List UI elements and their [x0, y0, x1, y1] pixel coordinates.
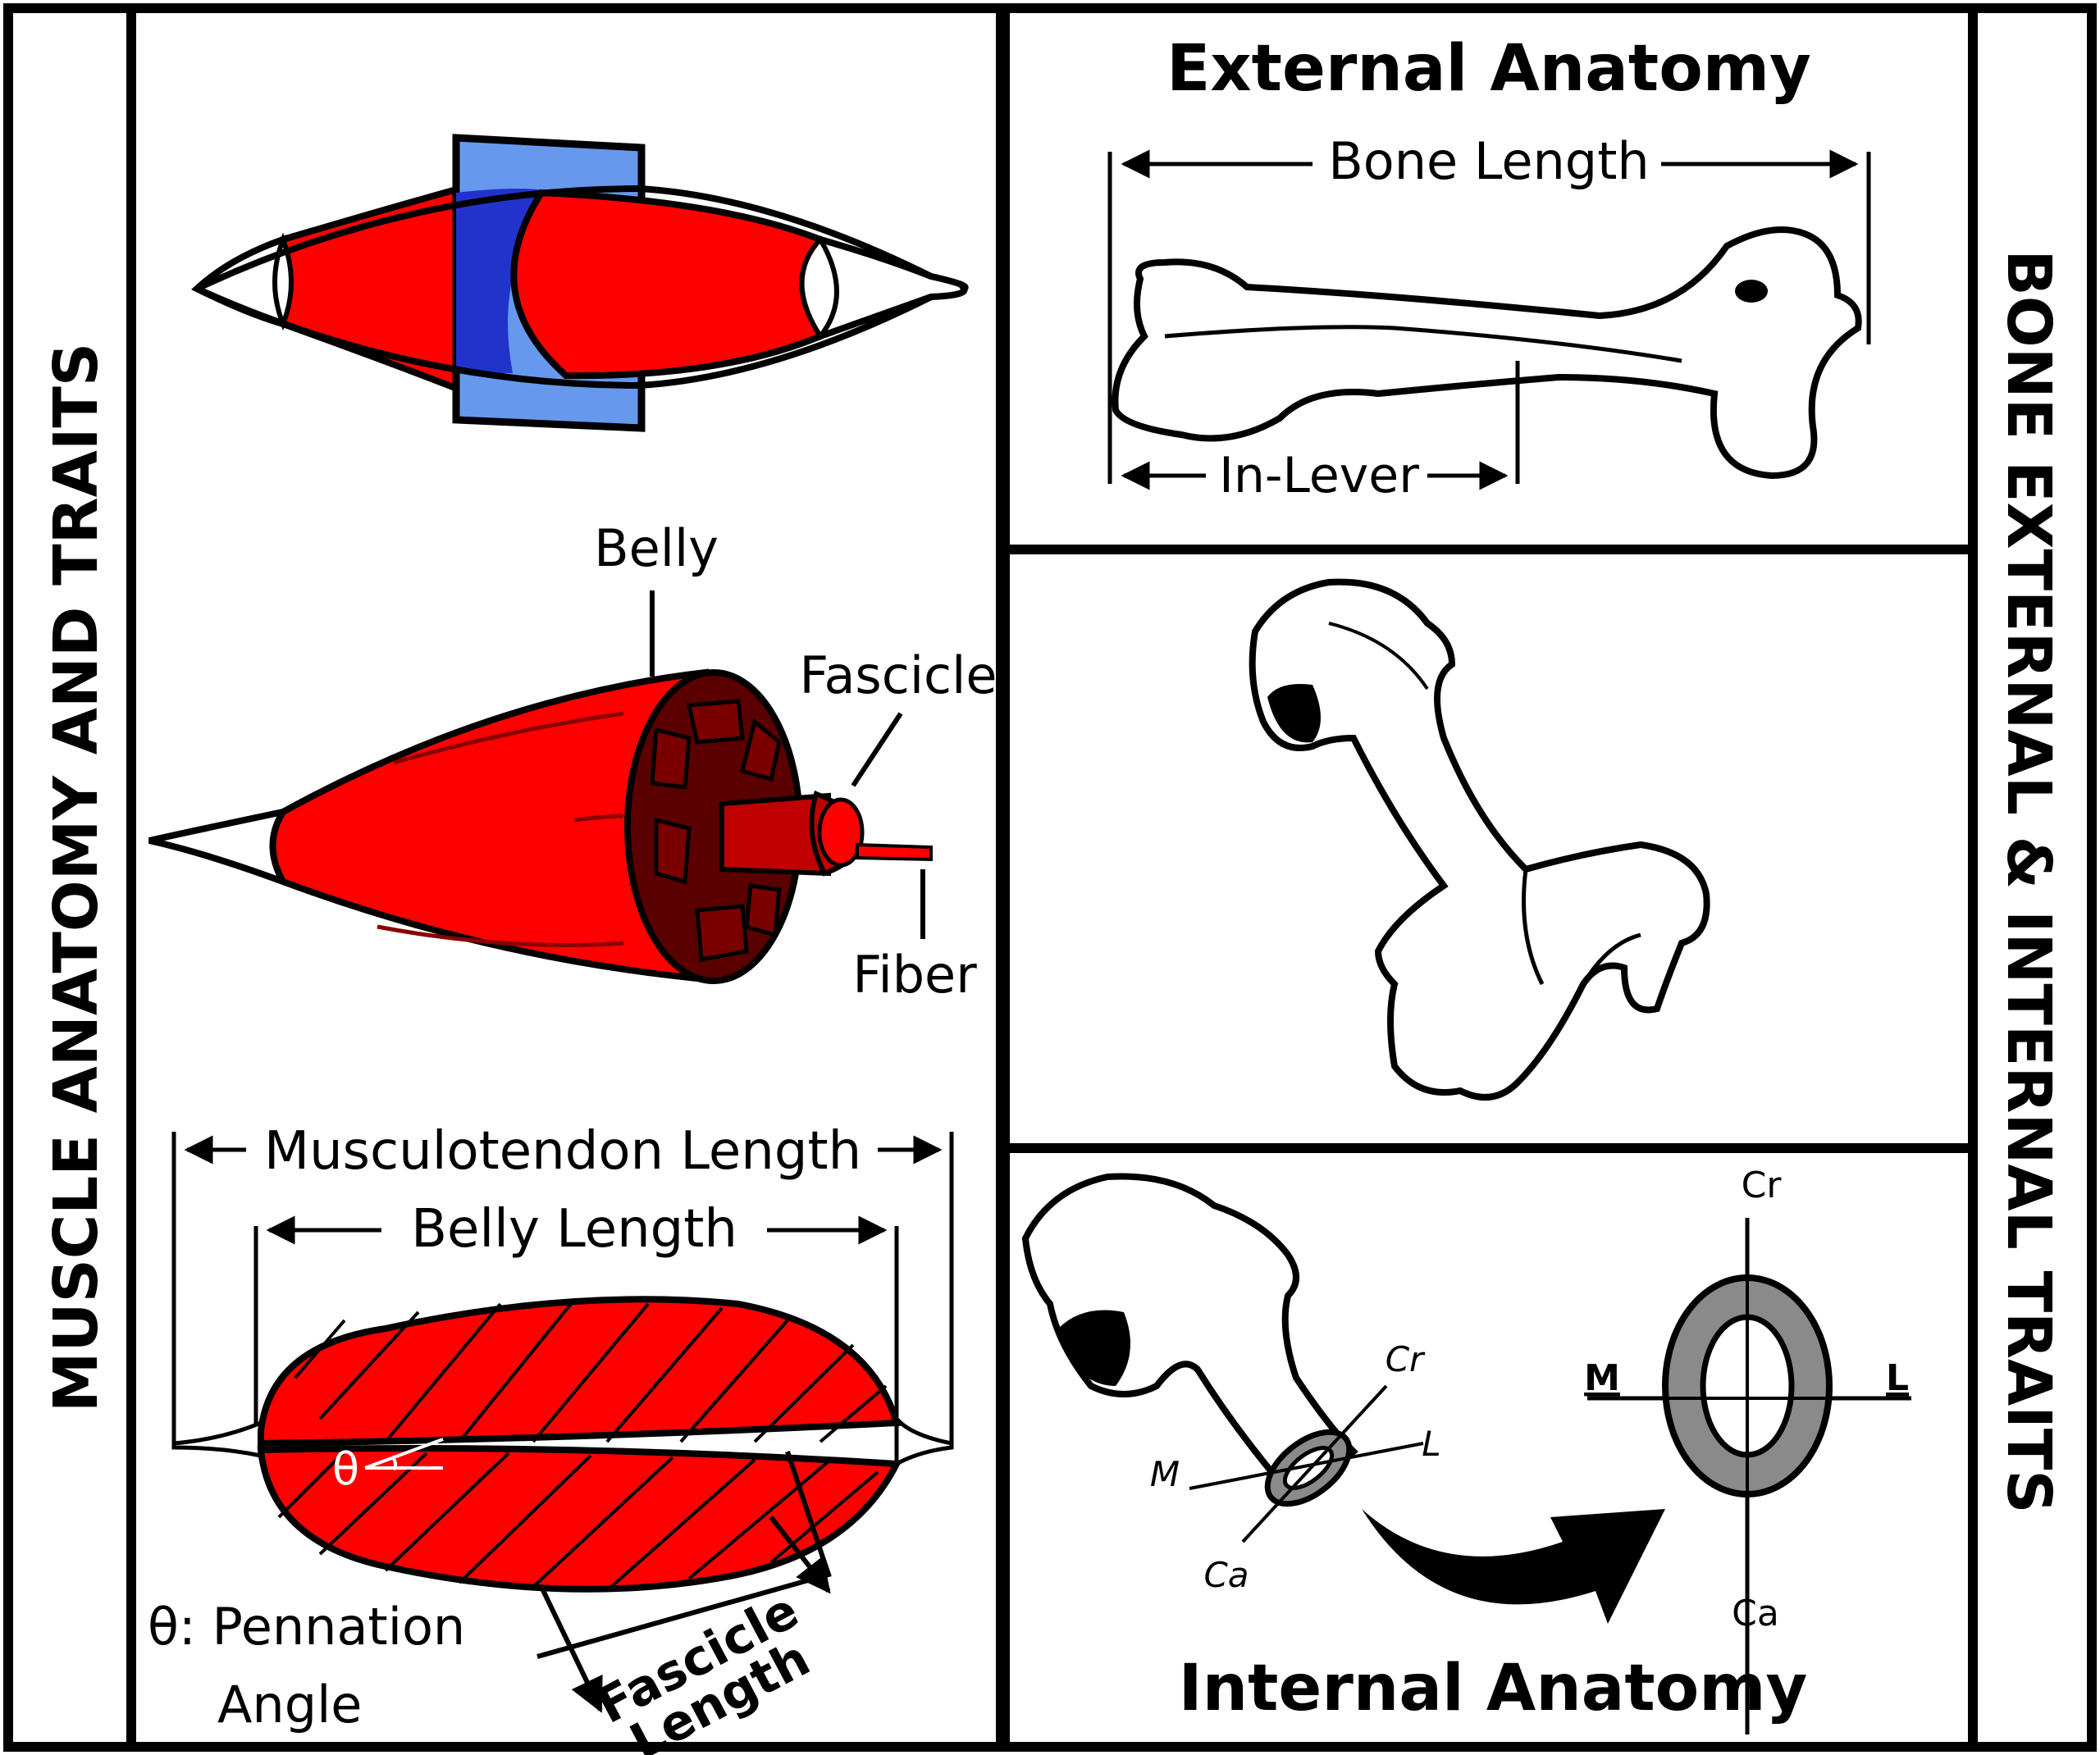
humerus-condyle-line — [1581, 932, 1641, 986]
bone-length-label: Bone Length — [1328, 131, 1649, 191]
muscle-outline-top — [195, 185, 933, 292]
muscle-hierarchy-figure: Belly Fascicle Fiber — [148, 518, 998, 1005]
length-tendon-right — [894, 1413, 954, 1468]
in-lever-label: In-Lever — [1219, 447, 1419, 504]
muscle-side-title: MUSCLE ANATOMY AND TRAITS — [41, 343, 112, 1412]
femur-outline — [1112, 226, 1862, 480]
small-label-m: M — [1150, 1454, 1180, 1494]
fiber-label: Fiber — [852, 945, 977, 1005]
belly-label: Belly — [594, 518, 719, 578]
transition-arrow — [1362, 1509, 1665, 1624]
musculotendon-length-label: Musculotendon Length — [264, 1121, 861, 1182]
humerus-shaft-line — [1328, 622, 1429, 691]
humerus-head-shadow — [1267, 684, 1321, 743]
fascicle-length-arrow-b — [769, 1516, 831, 1594]
external-anatomy-figure: External Anatomy Bone Length In-Lever — [1107, 32, 1871, 504]
external-anatomy-title: External Anatomy — [1166, 32, 1811, 106]
bone-side-title: BONE EXTERNAL & INTERNAL TRAITS — [1993, 249, 2064, 1513]
belly-length-label: Belly Length — [411, 1199, 737, 1260]
fascicle-length-arrow-a — [539, 1585, 603, 1713]
muscle-body-back — [280, 184, 463, 394]
pennation-angle-arc — [390, 1455, 398, 1471]
tendon-right-cap — [799, 235, 839, 341]
muscle-length-figure: Musculotendon Length Belly Length — [148, 1121, 954, 1755]
cut-humerus-outline — [1021, 1173, 1358, 1506]
small-label-cr: Cr — [1386, 1339, 1426, 1379]
muscle-cross-section-figure — [191, 134, 969, 432]
fascicle-leader — [851, 712, 903, 787]
belly-upper-half — [258, 1296, 902, 1447]
humerus-crest — [1522, 868, 1545, 986]
large-label-cr: Cr — [1742, 1165, 1783, 1206]
internal-anatomy-figure: Cr Ca M L Cr Ca M L Internal Anatomy — [1021, 1165, 1911, 1734]
panel-frames — [3, 3, 2097, 1752]
femur-fossa — [1735, 280, 1768, 303]
fascicle-label: Fascicle — [799, 645, 997, 705]
belly-stria-3 — [377, 924, 624, 947]
muscle-outline-bottom — [195, 285, 933, 390]
small-label-ca: Ca — [1203, 1555, 1249, 1595]
cut-humerus-shadow — [1058, 1310, 1130, 1386]
fascicle-bundles — [650, 699, 782, 962]
pennation-angle-ray — [364, 1438, 444, 1470]
pennation-label-line2: Angle — [217, 1675, 362, 1734]
pennation-label-line1: θ: Pennation — [148, 1597, 465, 1657]
hierarchy-belly — [269, 668, 718, 984]
blue-plane-intersection — [456, 189, 558, 373]
internal-anatomy-title: Internal Anatomy — [1179, 1652, 1808, 1725]
humerus-outline — [1249, 578, 1710, 1101]
large-label-l: L — [1886, 1357, 1909, 1399]
belly-stria-2 — [573, 814, 624, 823]
theta-symbol: θ — [332, 1443, 359, 1495]
bone-title-strip — [1968, 3, 2097, 1752]
small-label-l: L — [1422, 1424, 1440, 1464]
tendon-right — [817, 235, 969, 341]
fiber-strand — [856, 842, 933, 862]
large-label-ca: Ca — [1732, 1593, 1779, 1634]
fascicle-lines — [277, 1298, 888, 1589]
femur-shaft-line — [1164, 325, 1682, 363]
length-tendon-left — [171, 1420, 263, 1459]
fascicle-end — [817, 797, 865, 868]
muscle-body-front — [510, 189, 832, 380]
belly-stria-1 — [393, 711, 624, 765]
large-label-m: M — [1584, 1357, 1620, 1399]
belly-lower-half — [257, 1445, 902, 1593]
humerus-illustration — [1249, 578, 1710, 1101]
small-axis-m-l — [1189, 1442, 1424, 1490]
